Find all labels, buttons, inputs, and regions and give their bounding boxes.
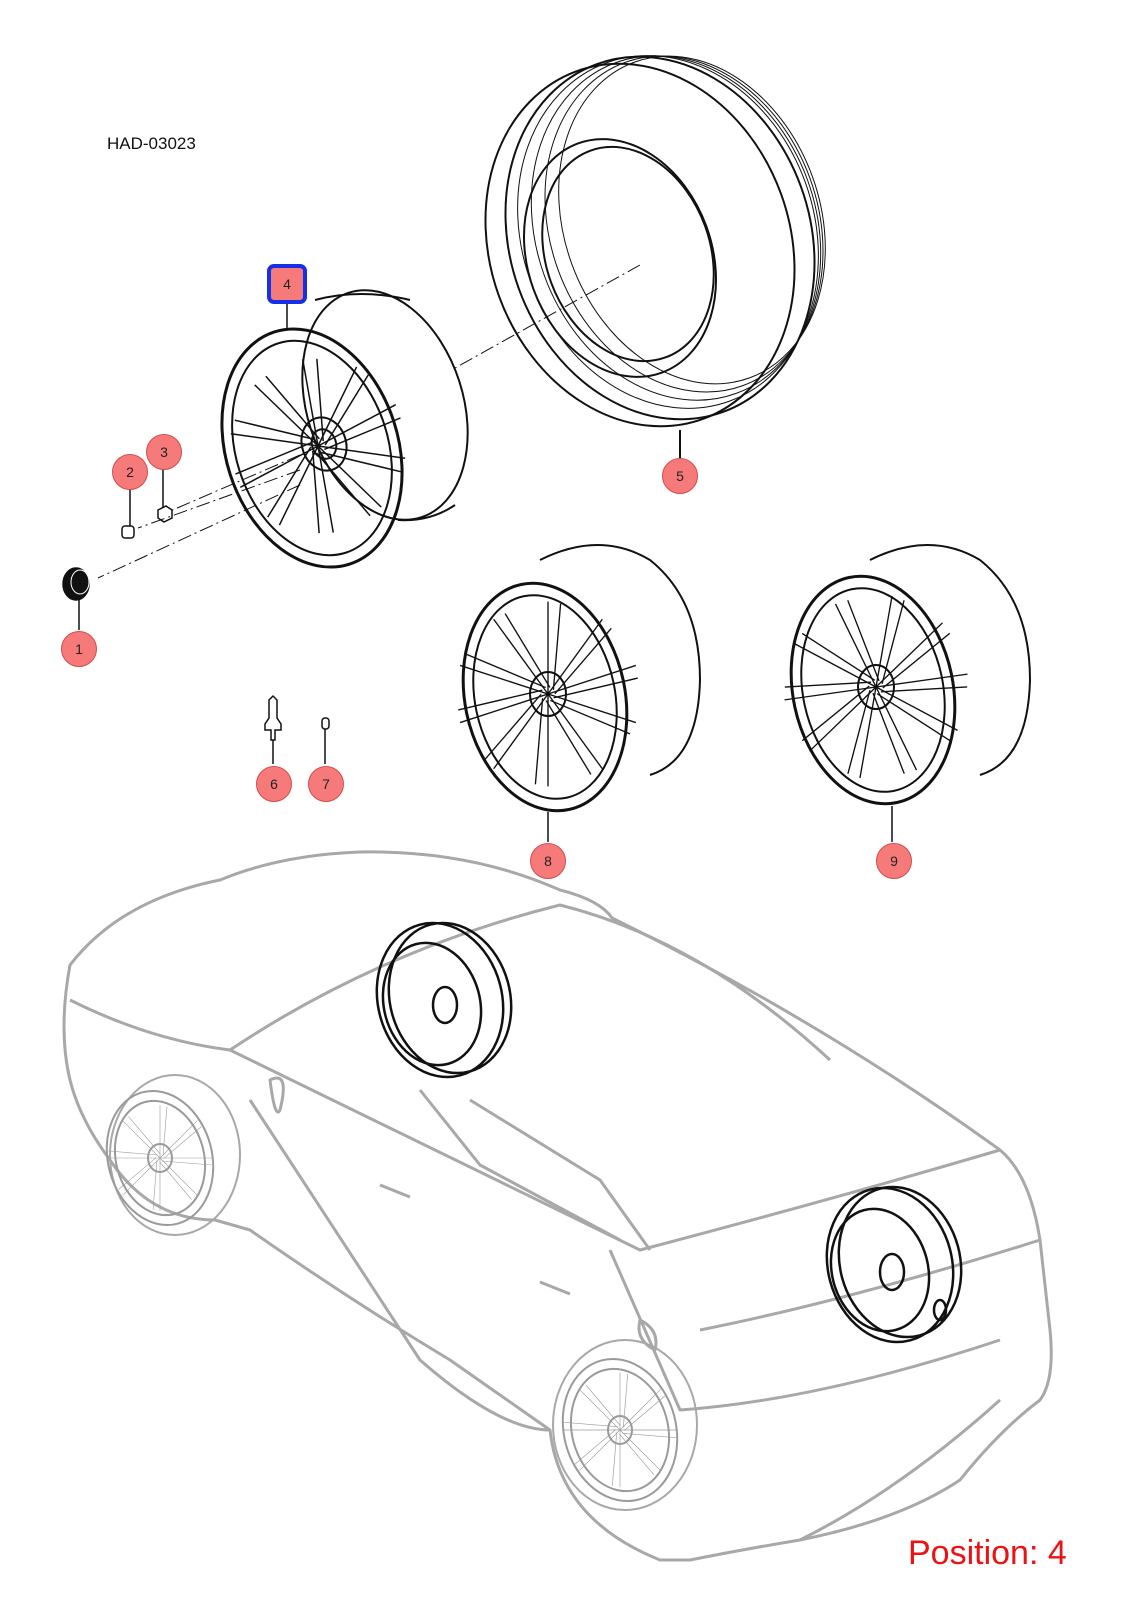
spare-wheel-front-drawing bbox=[375, 921, 513, 1079]
callout-7[interactable]: 7 bbox=[308, 766, 344, 802]
wheel-bolt-drawing bbox=[121, 525, 135, 539]
assembly-axis-lines bbox=[97, 264, 641, 579]
wheel-8-drawing bbox=[455, 544, 702, 842]
callout-8[interactable]: 8 bbox=[530, 843, 566, 879]
car-rear-wheel-drawing bbox=[561, 1357, 679, 1503]
diagram-code: HAD-03023 bbox=[107, 134, 196, 153]
valve-cap-drawing bbox=[321, 717, 330, 730]
car-front-wheel-drawing bbox=[105, 1089, 215, 1227]
center-cap-drawing bbox=[62, 567, 90, 601]
car-outline-drawing bbox=[62, 850, 1053, 1562]
wheel-nut-drawing bbox=[157, 505, 173, 523]
callout-1[interactable]: 1 bbox=[61, 631, 97, 667]
spare-wheel-rear-drawing bbox=[825, 1185, 963, 1344]
callout-6[interactable]: 6 bbox=[256, 766, 292, 802]
wheel-9-drawing bbox=[781, 544, 1032, 842]
callout-5[interactable]: 5 bbox=[662, 458, 698, 494]
callout-3[interactable]: 3 bbox=[146, 434, 182, 470]
rim-drawing bbox=[220, 289, 469, 569]
position-label: Position: 4 bbox=[908, 1534, 1067, 1572]
callout-9[interactable]: 9 bbox=[876, 843, 912, 879]
callout-4[interactable]: 4 bbox=[267, 264, 307, 304]
small-parts bbox=[62, 466, 330, 764]
callout-2[interactable]: 2 bbox=[112, 454, 148, 490]
tire-drawing bbox=[484, 55, 826, 460]
valve-stem-drawing bbox=[264, 694, 282, 741]
